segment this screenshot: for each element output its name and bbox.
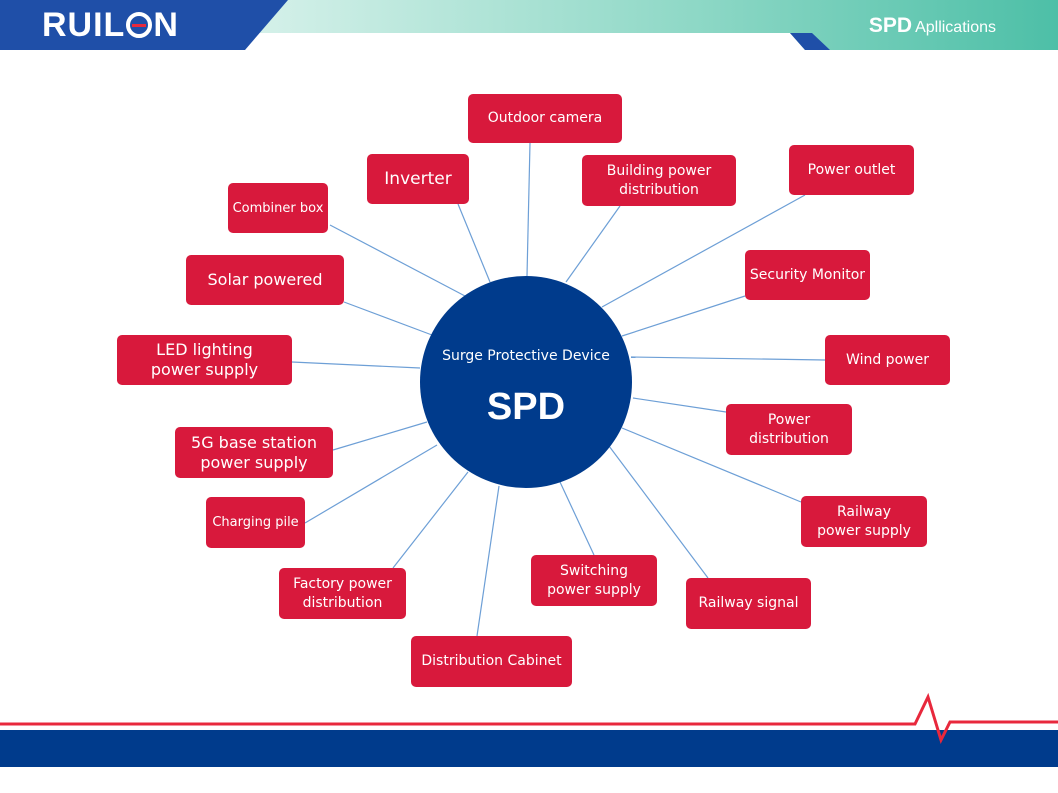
connector-building-power-distribution [565, 205, 621, 283]
center-subtitle: Surge Protective Device [442, 348, 610, 364]
node-railway-signal: Railway signal [686, 578, 811, 629]
connector-railway-power-supply [621, 427, 802, 503]
connector-wind-power [630, 356, 826, 361]
connector-solar-powered [343, 301, 433, 336]
logo-text-start: RUIL [42, 6, 126, 44]
connector-5g-base-station [332, 421, 428, 451]
connector-outdoor-camera [526, 142, 531, 277]
section-title-rest: Apllications [915, 19, 996, 36]
node-charging-pile: Charging pile [206, 497, 305, 548]
node-power-outlet: Power outlet [789, 145, 914, 195]
node-power-distribution: Power distribution [726, 404, 852, 455]
footer-background [0, 692, 1058, 767]
node-security-monitor: Security Monitor [745, 250, 870, 300]
node-distribution-cabinet: Distribution Cabinet [411, 636, 572, 687]
connector-combiner-box [329, 224, 466, 297]
node-combiner-box: Combiner box [228, 183, 328, 233]
spd-diagram: Surge Protective Device SPD Outdoor came… [117, 94, 950, 687]
connector-lines [291, 142, 826, 637]
connector-led-lighting [291, 361, 421, 369]
connector-distribution-cabinet [476, 485, 500, 637]
ruilon-logo: RUIL N [42, 6, 179, 44]
connector-security-monitor [621, 295, 746, 337]
node-wind-power: Wind power [825, 335, 950, 385]
node-factory-power-distribution: Factory power distribution [279, 568, 406, 619]
section-title-bold: SPD [868, 14, 913, 37]
connector-charging-pile [304, 444, 438, 524]
connector-factory-power-distribution [392, 471, 469, 569]
center-title: SPD [486, 386, 566, 428]
node-outdoor-camera: Outdoor camera [468, 94, 622, 143]
connector-power-outlet [601, 194, 806, 308]
logo-pulse-icon [126, 12, 153, 38]
connector-railway-signal [608, 445, 709, 579]
connector-inverter [457, 203, 491, 283]
node-building-power-distribution: Building power distribution [582, 155, 736, 206]
node-5g-base-station: 5G base station power supply [175, 427, 333, 478]
node-led-lighting: LED lighting power supply [117, 335, 292, 385]
logo-text-end: N [153, 6, 179, 44]
connector-switching-power-supply [559, 481, 595, 556]
center-circle: Surge Protective Device SPD [420, 276, 632, 488]
connector-power-distribution [632, 397, 727, 413]
footer-band [0, 690, 1058, 793]
node-solar-powered: Solar powered [186, 255, 344, 305]
node-inverter: Inverter [367, 154, 469, 204]
node-railway-power-supply: Railway power supply [801, 496, 927, 547]
node-switching-power-supply: Switching power supply [531, 555, 657, 606]
